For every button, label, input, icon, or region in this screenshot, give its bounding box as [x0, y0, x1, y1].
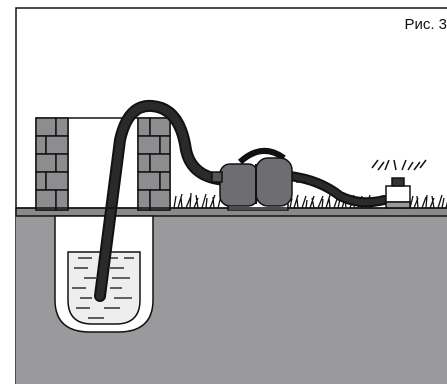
- figure-label: Рис. 3: [404, 16, 447, 33]
- grass-icon: [173, 192, 447, 209]
- hose-icon: [94, 99, 389, 302]
- pump-icon: [211, 148, 306, 211]
- brick-column-left: [35, 117, 69, 211]
- brick-column-right: [137, 117, 171, 211]
